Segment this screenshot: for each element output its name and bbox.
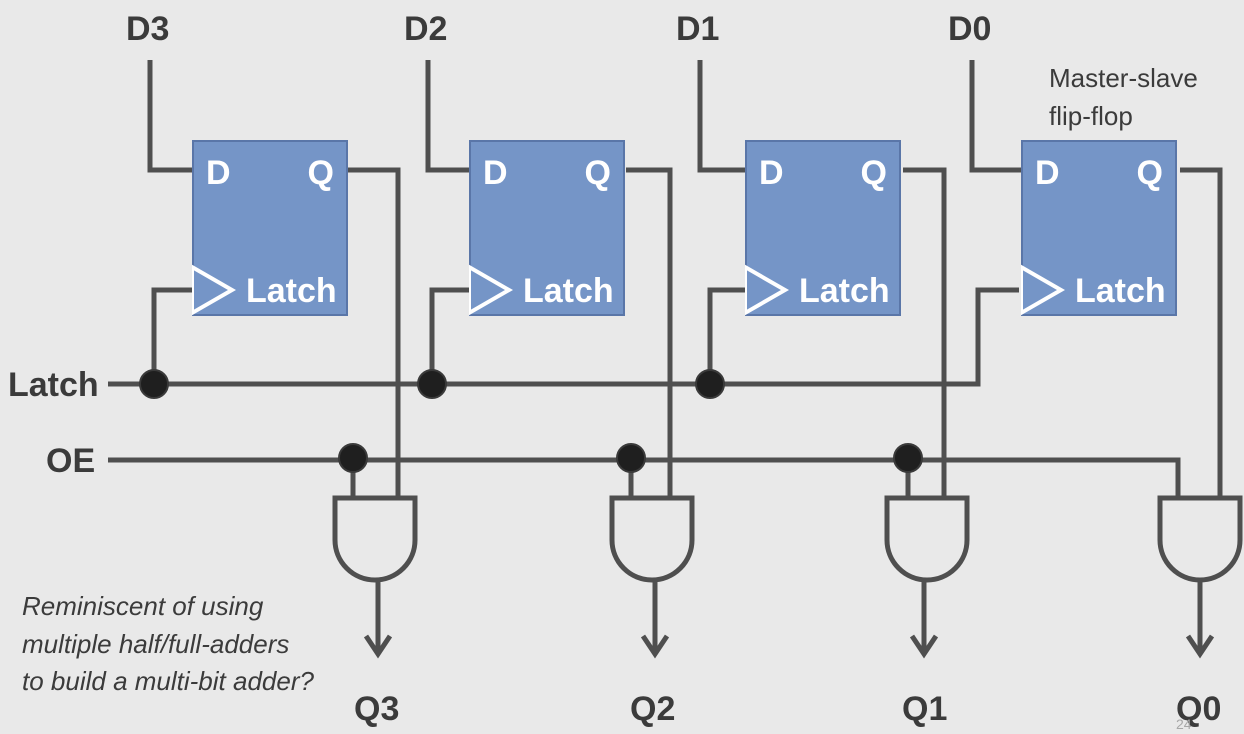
flipflop-d-label: D xyxy=(1035,154,1060,192)
flipflop-d-label: D xyxy=(759,154,784,192)
flipflop-0: D Q Latch xyxy=(1021,140,1177,316)
latch-junction-1 xyxy=(695,369,725,399)
q2-wire xyxy=(626,167,673,498)
oe-junction-3 xyxy=(338,443,368,473)
flipflop-1: D Q Latch xyxy=(745,140,901,316)
out-arrow-1 xyxy=(909,582,939,659)
input-label-d1: D1 xyxy=(676,10,720,48)
and-gate-2 xyxy=(609,495,695,583)
and-gate-3 xyxy=(332,495,418,583)
flipflop-3: D Q Latch xyxy=(192,140,348,316)
clock-triangle-icon xyxy=(1021,264,1066,316)
flipflop-q-label: Q xyxy=(1136,154,1163,192)
reminiscent-note-line1: Reminiscent of using xyxy=(22,591,264,621)
q0-wire xyxy=(1180,167,1223,498)
and-gate-1 xyxy=(884,495,970,583)
flipflop-latch-label: Latch xyxy=(523,272,614,310)
input-label-d3: D3 xyxy=(126,10,170,48)
flipflop-d-label: D xyxy=(483,154,508,192)
and-gate-0 xyxy=(1157,495,1243,583)
latch-signal-label: Latch xyxy=(8,366,99,404)
oe-signal-label: OE xyxy=(46,442,96,480)
flipflop-latch-label: Latch xyxy=(1075,272,1166,310)
latch-branch-3 xyxy=(151,287,192,384)
flipflop-note: Master-slave flip-flop xyxy=(1049,60,1198,135)
latch-junction-3 xyxy=(139,369,169,399)
flipflop-2: D Q Latch xyxy=(469,140,625,316)
flipflop-note-line1: Master-slave xyxy=(1049,63,1198,93)
flipflop-latch-label: Latch xyxy=(246,272,337,310)
clock-triangle-icon xyxy=(192,264,237,316)
flipflop-d-label: D xyxy=(206,154,231,192)
latch-junction-2 xyxy=(417,369,447,399)
oe-junction-2 xyxy=(616,443,646,473)
flipflop-q-label: Q xyxy=(584,154,611,192)
d1-wire xyxy=(697,60,745,173)
d2-wire xyxy=(425,60,469,173)
reminiscent-note-line2: multiple half/full-adders xyxy=(22,628,290,659)
input-label-d2: D2 xyxy=(404,10,448,48)
latch-branch-1 xyxy=(707,287,745,384)
flipflop-note-line2: flip-flop xyxy=(1049,100,1133,131)
flipflop-q-label: Q xyxy=(307,154,334,192)
d3-wire xyxy=(147,60,192,173)
output-label-q2: Q2 xyxy=(630,690,676,728)
latch-bus xyxy=(108,287,1019,387)
out-arrow-3 xyxy=(363,582,393,659)
flipflop-latch-label: Latch xyxy=(799,272,890,310)
out-arrow-0 xyxy=(1185,582,1215,659)
clock-triangle-icon xyxy=(469,264,514,316)
latch-branch-2 xyxy=(429,287,469,384)
reminiscent-note-line3: to build a multi-bit adder? xyxy=(22,666,314,697)
output-label-q3: Q3 xyxy=(354,690,400,728)
output-label-q1: Q1 xyxy=(902,690,948,728)
page-number: 24 xyxy=(1176,716,1192,732)
oe-junction-1 xyxy=(893,443,923,473)
q3-wire xyxy=(347,167,401,498)
clock-triangle-icon xyxy=(745,264,790,316)
reminiscent-note: Reminiscent of using multiple half/full-… xyxy=(22,588,314,701)
flipflop-q-label: Q xyxy=(860,154,887,192)
d0-wire xyxy=(969,60,1021,173)
out-arrow-2 xyxy=(640,582,670,659)
input-label-d0: D0 xyxy=(948,10,992,48)
oe-bus xyxy=(108,457,1181,498)
q1-wire xyxy=(903,167,947,498)
output-label-q0: Q0 xyxy=(1176,690,1222,728)
